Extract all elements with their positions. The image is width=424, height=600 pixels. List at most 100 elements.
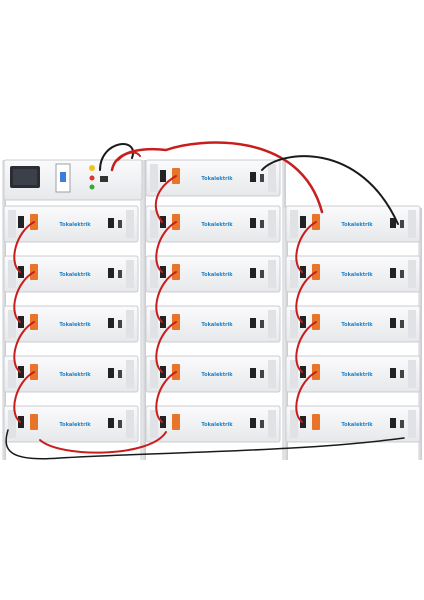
cables bbox=[5, 141, 405, 460]
breaker-switch bbox=[60, 172, 66, 182]
comm-port bbox=[250, 268, 256, 278]
comm-port bbox=[118, 220, 122, 228]
comm-port bbox=[260, 370, 264, 378]
comm-port bbox=[118, 320, 122, 328]
brand-logo: Tokalektrik bbox=[59, 222, 91, 228]
comm-port bbox=[108, 418, 114, 428]
negative-terminal bbox=[160, 170, 166, 182]
module-handle bbox=[268, 310, 276, 338]
battery-module: Tokalektrik bbox=[285, 305, 421, 343]
comm-port bbox=[250, 368, 256, 378]
red-cable bbox=[155, 221, 177, 273]
brand-logo: Tokalektrik bbox=[341, 322, 373, 328]
comm-port bbox=[260, 320, 264, 328]
comm-port bbox=[250, 172, 256, 182]
black-cable bbox=[5, 429, 405, 460]
module-handle bbox=[268, 164, 276, 192]
module-handle bbox=[126, 210, 134, 238]
indicator-red-light bbox=[89, 175, 95, 181]
battery-module: Tokalektrik bbox=[145, 405, 281, 443]
module-handle bbox=[408, 210, 416, 238]
comm-port bbox=[400, 420, 404, 428]
module-handle bbox=[268, 410, 276, 438]
module-handle bbox=[150, 210, 158, 238]
negative-terminal bbox=[18, 216, 24, 228]
battery-module: Tokalektrik bbox=[3, 405, 139, 443]
battery-module: Tokalektrik bbox=[145, 255, 281, 293]
module-handle bbox=[408, 410, 416, 438]
battery-module: Tokalektrik bbox=[145, 205, 281, 243]
module-handle bbox=[268, 360, 276, 388]
brand-logo: Tokalektrik bbox=[59, 272, 91, 278]
red-cable bbox=[295, 271, 317, 323]
module-handle bbox=[290, 210, 298, 238]
brand-logo: Tokalektrik bbox=[341, 422, 373, 428]
comm-port bbox=[260, 174, 264, 182]
module-handle bbox=[150, 410, 158, 438]
bms-port bbox=[100, 176, 108, 182]
module-handle bbox=[290, 360, 298, 388]
brand-logo: Tokalektrik bbox=[341, 272, 373, 278]
module-handle bbox=[408, 260, 416, 288]
indicator-lights-icon bbox=[89, 165, 95, 171]
comm-port bbox=[390, 268, 396, 278]
brand-logo: Tokalektrik bbox=[201, 272, 233, 278]
comm-port bbox=[260, 420, 264, 428]
comm-port bbox=[260, 220, 264, 228]
comm-port bbox=[118, 370, 122, 378]
module-handle bbox=[8, 360, 16, 388]
module-handle bbox=[268, 260, 276, 288]
module-handle bbox=[8, 410, 16, 438]
battery-module: Tokalektrik bbox=[145, 355, 281, 393]
red-cable bbox=[39, 431, 167, 454]
bms-unit bbox=[3, 159, 143, 201]
battery-modules: TokalektrikTokalektrikTokalektrikTokalek… bbox=[3, 159, 421, 443]
connector-orange bbox=[312, 414, 320, 430]
black-cable bbox=[261, 155, 399, 225]
comm-port bbox=[400, 270, 404, 278]
comm-port bbox=[108, 318, 114, 328]
module-handle bbox=[126, 360, 134, 388]
module-handle bbox=[126, 310, 134, 338]
red-cable bbox=[154, 175, 177, 223]
brand-logo: Tokalektrik bbox=[341, 372, 373, 378]
red-cable bbox=[13, 321, 35, 373]
brand-logo: Tokalektrik bbox=[201, 222, 233, 228]
brand-logo: Tokalektrik bbox=[59, 372, 91, 378]
red-cable bbox=[117, 151, 141, 161]
module-handle bbox=[290, 260, 298, 288]
brand-logo: Tokalektrik bbox=[59, 322, 91, 328]
brand-logo: Tokalektrik bbox=[201, 372, 233, 378]
brand-logo: Tokalektrik bbox=[201, 176, 233, 182]
battery-module: Tokalektrik bbox=[145, 159, 281, 197]
module-handle bbox=[150, 164, 158, 192]
module-handle bbox=[290, 410, 298, 438]
module-handle bbox=[150, 360, 158, 388]
comm-port bbox=[400, 370, 404, 378]
comm-port bbox=[260, 270, 264, 278]
comm-port bbox=[400, 320, 404, 328]
rack-rail bbox=[142, 160, 146, 460]
module-handle bbox=[408, 360, 416, 388]
module-handle bbox=[126, 260, 134, 288]
module-handle bbox=[268, 210, 276, 238]
connector-orange bbox=[172, 414, 180, 430]
battery-module: Tokalektrik bbox=[145, 305, 281, 343]
comm-port bbox=[400, 220, 404, 228]
red-cable bbox=[295, 371, 317, 423]
module-handle bbox=[8, 210, 16, 238]
battery-module: Tokalektrik bbox=[3, 355, 139, 393]
red-cable bbox=[13, 371, 35, 423]
comm-port bbox=[390, 368, 396, 378]
comm-port bbox=[390, 418, 396, 428]
comm-port bbox=[118, 270, 122, 278]
battery-module: Tokalektrik bbox=[285, 405, 421, 443]
battery-module: Tokalektrik bbox=[3, 255, 139, 293]
comm-port bbox=[250, 218, 256, 228]
module-handle bbox=[408, 310, 416, 338]
battery-module: Tokalektrik bbox=[285, 255, 421, 293]
battery-module: Tokalektrik bbox=[3, 205, 139, 243]
comm-port bbox=[390, 318, 396, 328]
battery-module: Tokalektrik bbox=[285, 355, 421, 393]
